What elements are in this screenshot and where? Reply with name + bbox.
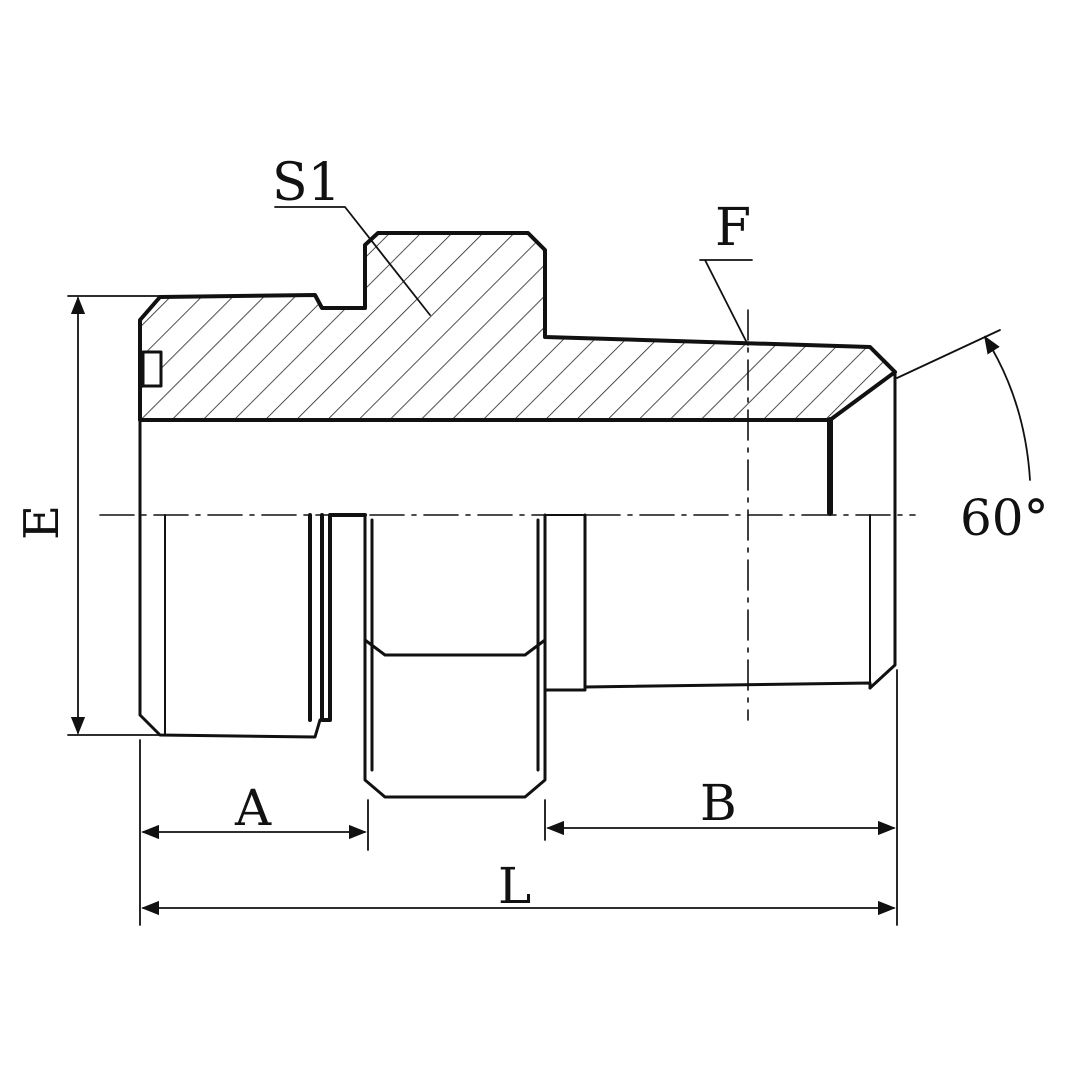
f-leader — [699, 259, 753, 346]
hex-body — [363, 513, 547, 799]
label-f: F — [715, 198, 751, 258]
label-e: E — [14, 505, 70, 540]
left-end — [138, 418, 322, 739]
groove — [308, 513, 367, 722]
label-s1: S1 — [272, 153, 341, 213]
s1-leader — [274, 206, 431, 316]
thread-lower — [543, 513, 872, 692]
right-end — [868, 370, 897, 690]
label-angle: 60° — [960, 489, 1049, 547]
section-hatch — [138, 231, 897, 422]
dimension-e — [67, 295, 161, 736]
label-b: B — [700, 774, 737, 832]
label-l: L — [498, 857, 531, 915]
dimension-b — [544, 669, 898, 926]
angle-dimension — [896, 329, 1031, 481]
dimension-a — [139, 739, 369, 926]
oring-slot — [141, 350, 163, 388]
label-a: A — [234, 779, 272, 837]
